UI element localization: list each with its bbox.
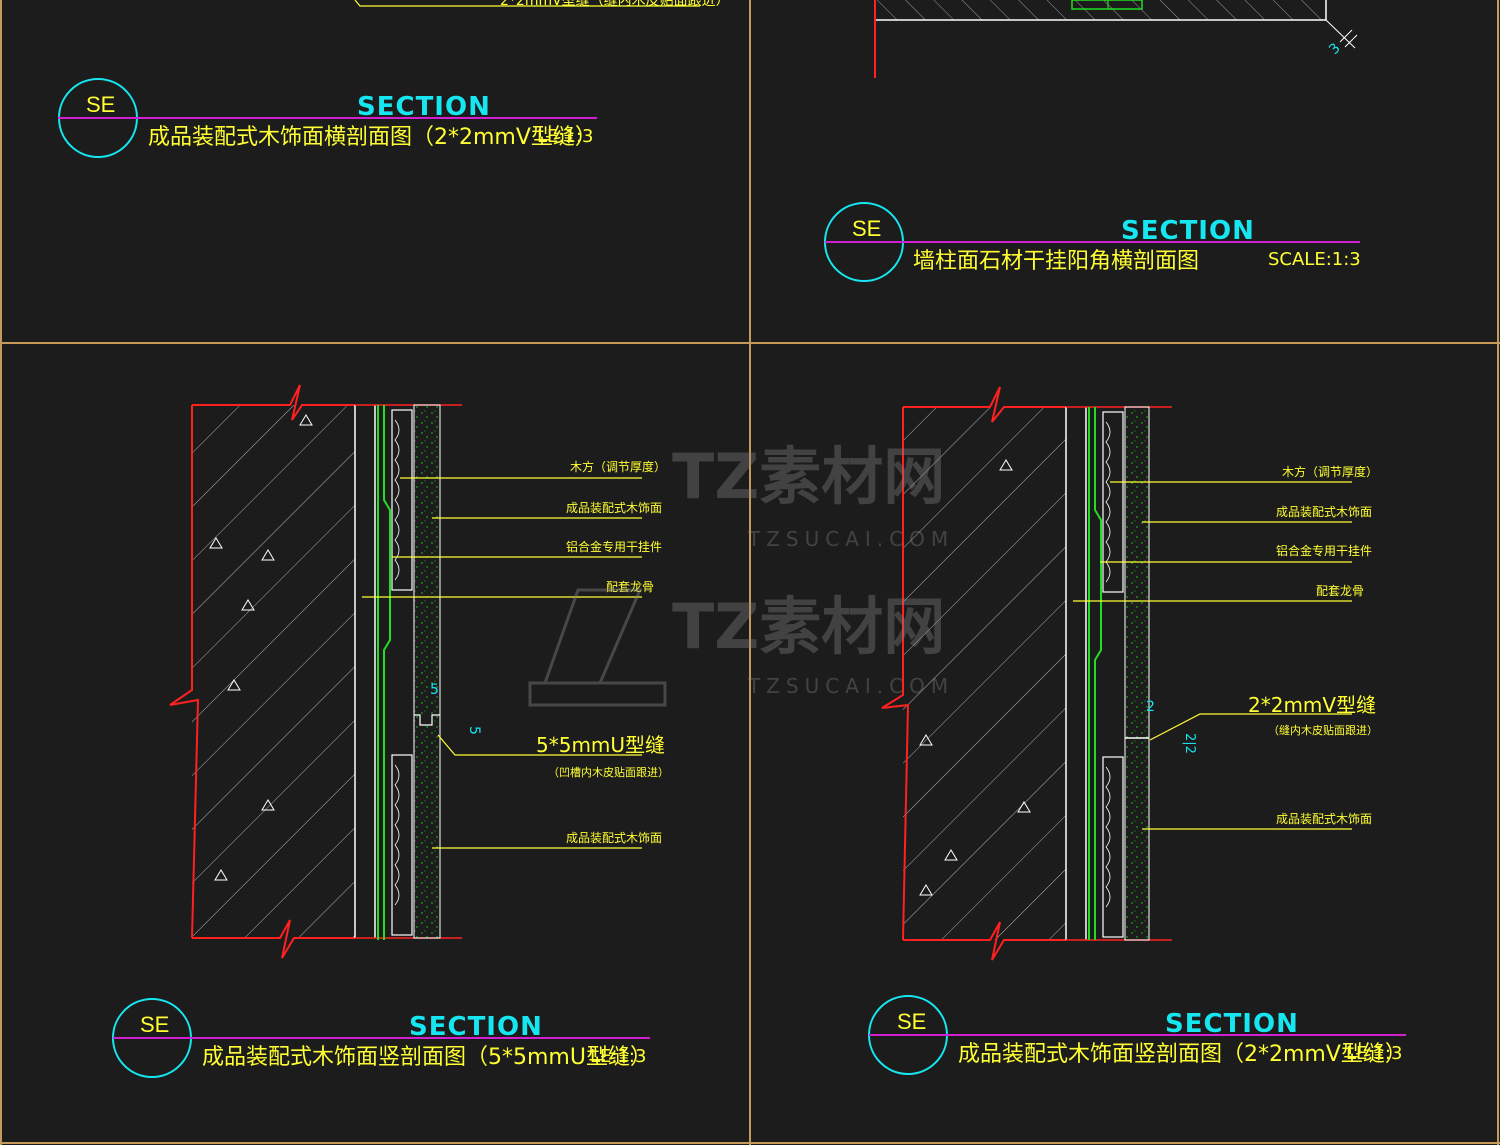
groove-note: （凹槽内木皮贴面跟进） <box>548 765 669 779</box>
callout-label: 成品装配式木饰面 <box>566 831 662 845</box>
callout-label: 铝合金专用干挂件 <box>566 539 662 554</box>
wall-break-bottom <box>903 921 1066 961</box>
callout-label: 成品装配式木饰面 <box>1276 505 1372 519</box>
wall-break-bottom <box>192 919 355 959</box>
watermark-url: TZSUCAI.COM <box>747 527 954 551</box>
anchor-bracket <box>1071 0 1143 10</box>
wall-break-top <box>192 384 355 421</box>
drawing-title: 墙柱面石材干挂阳角横剖面图 <box>913 249 1199 274</box>
callout-label: 木方（调节厚度） <box>1282 464 1378 479</box>
leader-line <box>354 0 700 7</box>
keel <box>1088 407 1102 940</box>
dimension-line <box>1325 19 1356 49</box>
wood-veneer-panel <box>1124 406 1150 941</box>
drawing-title: 成品装配式木饰面横剖面图（2*2mmV型缝） <box>148 125 597 150</box>
wall-break-left <box>169 405 200 939</box>
section-heading: SECTION <box>409 1012 543 1042</box>
drawing-title: 成品装配式木饰面竖剖面图（2*2mmV型缝） <box>958 1042 1407 1067</box>
callout-label: 铝合金专用干挂件 <box>1276 543 1372 558</box>
callout-label: 成品装配式木饰面 <box>1276 812 1372 826</box>
wood-veneer-panel <box>413 404 441 939</box>
watermark-url: TZSUCAI.COM <box>747 674 954 698</box>
watermark-brand: TZ素材网 <box>672 440 945 513</box>
panel-bottom-left: 木方（调节厚度） 成品装配式木饰面 铝合金专用干挂件 配套龙骨 成品装配式木饰面… <box>112 384 669 1078</box>
drawing-scale: SCALE:1:3 <box>1268 249 1361 270</box>
wall-break-top <box>903 386 1066 423</box>
drawing-scale: LE:1:3 <box>590 1046 646 1067</box>
callout-label: 配套龙骨 <box>606 580 654 594</box>
section-marker: SE <box>897 1009 926 1034</box>
u-groove <box>414 714 440 726</box>
section-marker: SE <box>86 92 115 117</box>
drawing-scale: LE:1:3 <box>1346 1043 1402 1064</box>
groove-label: 5*5mmU型缝 <box>536 733 665 757</box>
wall-break-left <box>881 407 910 941</box>
stone-cladding <box>876 0 1326 20</box>
section-marker: SE <box>852 216 881 241</box>
panel-top-left: 2*2mmV型缝（缝内木皮贴面跟进） SE SECTION 成品装配式木饰面横剖… <box>58 0 730 158</box>
dimension-value: 2 <box>1146 699 1155 715</box>
drawing-scale: LE:1:3 <box>537 126 593 147</box>
dimension-value: 5 <box>466 726 482 735</box>
watermark-logo-icon <box>528 588 667 707</box>
panel-top-right: 3 SE SECTION 墙柱面石材干挂阳角横剖面图 SCALE:1:3 <box>824 0 1361 282</box>
timber-batten <box>391 754 413 936</box>
watermark: TZ素材网 TZSUCAI.COM TZ素材网 TZSUCAI.COM <box>528 440 954 707</box>
keel <box>377 405 391 940</box>
concrete-wall <box>903 407 1066 940</box>
aggregate-marks <box>919 459 1031 896</box>
callout-label: 配套龙骨 <box>1316 584 1364 598</box>
section-marker: SE <box>140 1012 169 1037</box>
dimension-value: 2|2 <box>1182 733 1197 754</box>
section-heading: SECTION <box>1121 216 1255 246</box>
section-heading: SECTION <box>1165 1009 1299 1039</box>
dimension-value: 3 <box>1326 40 1344 58</box>
groove-label: 2*2mmV型缝 <box>1248 693 1376 717</box>
aggregate-marks <box>209 414 313 881</box>
timber-batten <box>1102 756 1124 938</box>
timber-batten <box>391 409 413 591</box>
concrete-wall <box>192 405 355 938</box>
cut-label: 2*2mmV型缝（缝内木皮贴面跟进） <box>500 0 730 9</box>
watermark-brand: TZ素材网 <box>672 590 945 663</box>
drawing-title: 成品装配式木饰面竖剖面图（5*5mmU型缝） <box>202 1045 652 1070</box>
dimension-value: 5 <box>430 682 439 698</box>
groove-note: （缝内木皮贴面跟进） <box>1268 723 1378 737</box>
callout-label: 成品装配式木饰面 <box>566 501 662 515</box>
panel-bottom-right: 木方（调节厚度） 成品装配式木饰面 铝合金专用干挂件 配套龙骨 成品装配式木饰面… <box>868 386 1407 1075</box>
timber-batten <box>1102 411 1124 593</box>
callout-label: 木方（调节厚度） <box>570 459 666 474</box>
section-heading: SECTION <box>357 92 491 122</box>
